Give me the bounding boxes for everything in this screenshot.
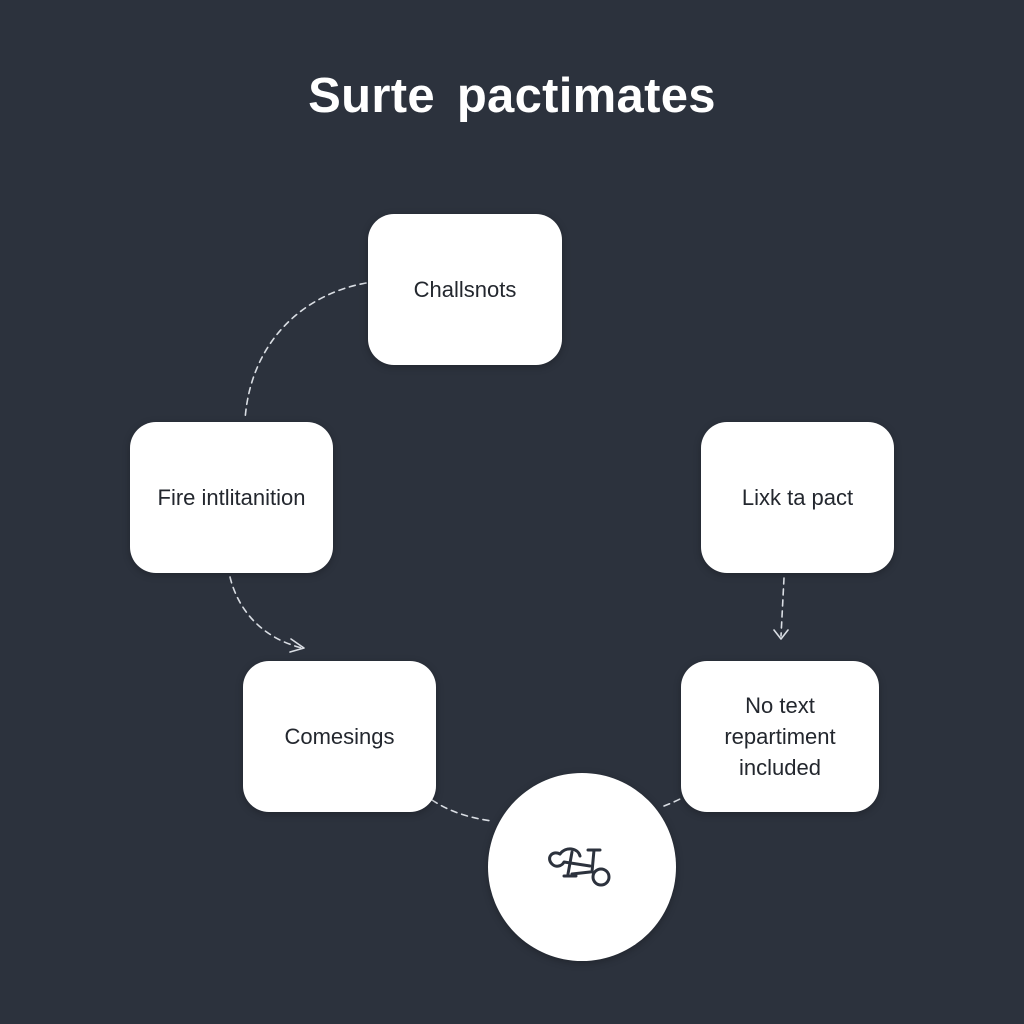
node-bottom-left-label: Comesings <box>284 724 395 749</box>
wrench-link-icon <box>548 847 611 887</box>
node-bottom-right-line: No text <box>745 693 815 718</box>
diagram-title: Surte pactimates <box>308 69 716 123</box>
node-bottom-right-line: repartiment <box>724 724 836 749</box>
node-hub[interactable] <box>488 773 676 961</box>
arrowhead-left-to-bottom-left <box>289 638 305 653</box>
node-top-label: Challsnots <box>413 277 517 302</box>
node-right-label: Lixk ta pact <box>741 485 854 510</box>
node-top[interactable]: Challsnots <box>368 214 562 365</box>
arrowhead-right-to-bottom-right <box>773 629 789 640</box>
node-left-label: Fire intlitanition <box>157 485 306 510</box>
node-bottom-right-line: included <box>739 755 821 780</box>
connector-bottom-left-to-hub <box>431 799 493 822</box>
connector-top-to-left <box>244 282 367 421</box>
node-bottom-left[interactable]: Comesings <box>243 661 436 812</box>
connector-left-to-bottom-left <box>229 576 303 649</box>
node-left[interactable]: Fire intlitanition <box>130 422 333 573</box>
node-bottom-right[interactable]: No text repartiment included <box>681 661 879 812</box>
connector-hub-to-bottom-right <box>663 796 685 807</box>
node-right[interactable]: Lixk ta pact <box>701 422 894 573</box>
node-bottom-right-label: No text repartiment included <box>724 690 835 783</box>
connector-right-to-bottom-right <box>780 577 785 637</box>
